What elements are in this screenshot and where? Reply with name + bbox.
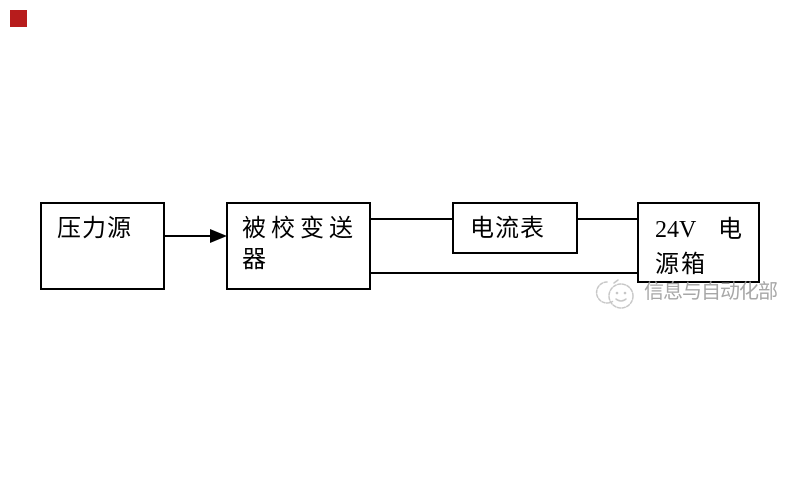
box-ammeter: 电流表: [452, 202, 578, 254]
box-power-supply-label-line1: 24V 电: [655, 218, 742, 242]
power-label-24v: 24V: [655, 217, 697, 243]
box-pressure-source: 压力源: [40, 202, 165, 290]
connector-transmitter-to-ammeter: [369, 218, 454, 220]
connector-transmitter-to-power: [369, 272, 639, 274]
box-power-supply: 24V 电 源箱: [637, 202, 760, 283]
box-power-supply-label-line2: 源箱: [655, 252, 707, 278]
connector-ammeter-to-power: [576, 218, 639, 220]
box-ammeter-label: 电流表: [470, 216, 545, 242]
moon-face-logo-icon: [595, 279, 634, 309]
power-label-dian: 电: [718, 217, 742, 243]
arrow-line: [164, 235, 211, 237]
box-calibrated-transmitter: 被校变送 器: [226, 202, 371, 290]
watermark-text: 信息与自动化部: [644, 281, 778, 303]
box-calibrated-transmitter-label-line2: 器: [242, 247, 266, 273]
box-pressure-source-label: 压力源: [57, 216, 132, 242]
red-square-marker: [10, 10, 27, 27]
box-calibrated-transmitter-label-line1: 被校变送: [242, 216, 358, 242]
arrow-head-icon: [210, 229, 227, 243]
